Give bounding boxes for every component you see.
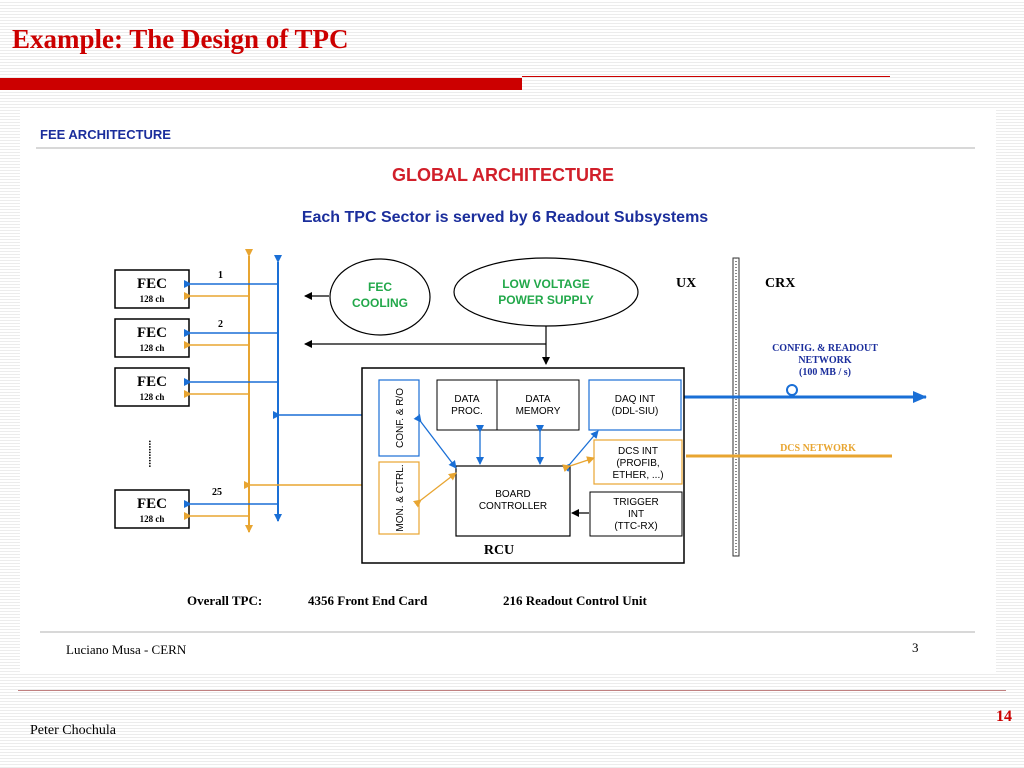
daq-int-box — [588, 379, 682, 431]
footer-rule — [18, 690, 1006, 691]
ux-crx-wall — [732, 257, 740, 557]
fec-card-2: FEC 128 ch — [114, 318, 190, 358]
data-memory-box — [496, 379, 580, 431]
inner-title: GLOBAL ARCHITECTURE — [392, 165, 614, 185]
svg-text:ETHER, ...): ETHER, ...) — [612, 470, 663, 481]
dcs-network-label: DCS NETWORK — [780, 443, 856, 454]
dcs-int-box — [593, 439, 683, 485]
fec-index: 2 — [218, 319, 223, 330]
svg-text:(TTC-RX): (TTC-RX) — [614, 521, 657, 532]
lv-label: POWER SUPPLY — [498, 293, 594, 307]
rcu-label: RCU — [484, 543, 514, 558]
fec-label: FEC — [137, 374, 167, 390]
mon-ctrl-label: MON. & CTRL. — [395, 464, 406, 531]
lv-label: LOW VOLTAGE — [502, 277, 590, 291]
fec-index: 25 — [212, 487, 222, 498]
fec-channels: 128 ch — [140, 392, 165, 402]
fec-channels: 128 ch — [140, 294, 165, 304]
svg-text:CONTROLLER: CONTROLLER — [479, 501, 547, 512]
low-voltage-node: LOW VOLTAGE POWER SUPPLY — [453, 257, 639, 327]
fec-channels: 128 ch — [140, 514, 165, 524]
svg-text:(DDL-SIU): (DDL-SIU) — [612, 406, 659, 417]
fec-label: FEC — [137, 276, 167, 292]
fec-bus-links — [184, 280, 277, 520]
fec-channels: 128 ch — [140, 343, 165, 353]
fec-index: 1 — [218, 270, 223, 281]
crx-label: CRX — [765, 276, 795, 291]
svg-text:DATA: DATA — [454, 394, 480, 405]
title-underline-thin — [522, 76, 890, 77]
svg-text:MEMORY: MEMORY — [516, 406, 561, 417]
svg-text:DAQ INT: DAQ INT — [615, 394, 656, 405]
rcu-block: RCU CONF. & R/O MON. & CTRL. DATA PROC. … — [361, 367, 685, 564]
title-underline-bar — [0, 78, 522, 90]
overall-rcu-count: 216 Readout Control Unit — [503, 593, 648, 608]
svg-text:INT: INT — [628, 509, 644, 520]
board-controller-box — [455, 465, 571, 537]
cooling-label: FEC — [368, 280, 392, 294]
network-speed: (100 MB / s) — [799, 367, 851, 378]
fec-label: FEC — [137, 325, 167, 341]
conf-ro-box — [378, 379, 420, 457]
embedded-slide: FEE ARCHITECTURE GLOBAL ARCHITECTURE Eac… — [20, 108, 996, 674]
fec-ellipsis: .......... — [146, 440, 158, 468]
slide-title: Example: The Design of TPC — [12, 24, 349, 54]
architecture-diagram: FEE ARCHITECTURE GLOBAL ARCHITECTURE Eac… — [36, 127, 975, 657]
ux-label: UX — [676, 276, 696, 291]
svg-text:DCS INT: DCS INT — [618, 446, 658, 457]
svg-text:PROC.: PROC. — [451, 406, 483, 417]
svg-text:(PROFIB,: (PROFIB, — [616, 458, 659, 469]
page-number: 14 — [996, 708, 1012, 725]
inner-subtitle: Each TPC Sector is served by 6 Readout S… — [302, 209, 708, 226]
fec-card-1: FEC 128 ch — [114, 269, 190, 309]
overall-fec-count: 4356 Front End Card — [308, 593, 428, 608]
footer-author: Peter Chochula — [30, 723, 116, 738]
svg-text:DATA: DATA — [525, 394, 551, 405]
svg-text:TRIGGER: TRIGGER — [613, 497, 659, 508]
inner-header: FEE ARCHITECTURE — [40, 127, 171, 142]
overall-label: Overall TPC: — [187, 593, 262, 608]
fec-card-25: FEC 128 ch — [114, 489, 190, 529]
fec-cooling-node: FEC COOLING — [329, 258, 431, 336]
cooling-label: COOLING — [352, 296, 408, 310]
network-label: NETWORK — [798, 355, 852, 366]
inner-footer-author: Luciano Musa - CERN — [66, 642, 187, 657]
trigger-int-box — [589, 491, 683, 537]
fec-label: FEC — [137, 496, 167, 512]
fec-card-3: FEC 128 ch — [114, 367, 190, 407]
data-proc-box — [436, 379, 498, 431]
inner-footer-page: 3 — [912, 640, 919, 655]
svg-text:BOARD: BOARD — [495, 489, 531, 500]
conf-ro-label: CONF. & R/O — [395, 388, 406, 448]
network-node-icon — [786, 384, 798, 396]
network-label: CONFIG. & READOUT — [772, 343, 878, 354]
